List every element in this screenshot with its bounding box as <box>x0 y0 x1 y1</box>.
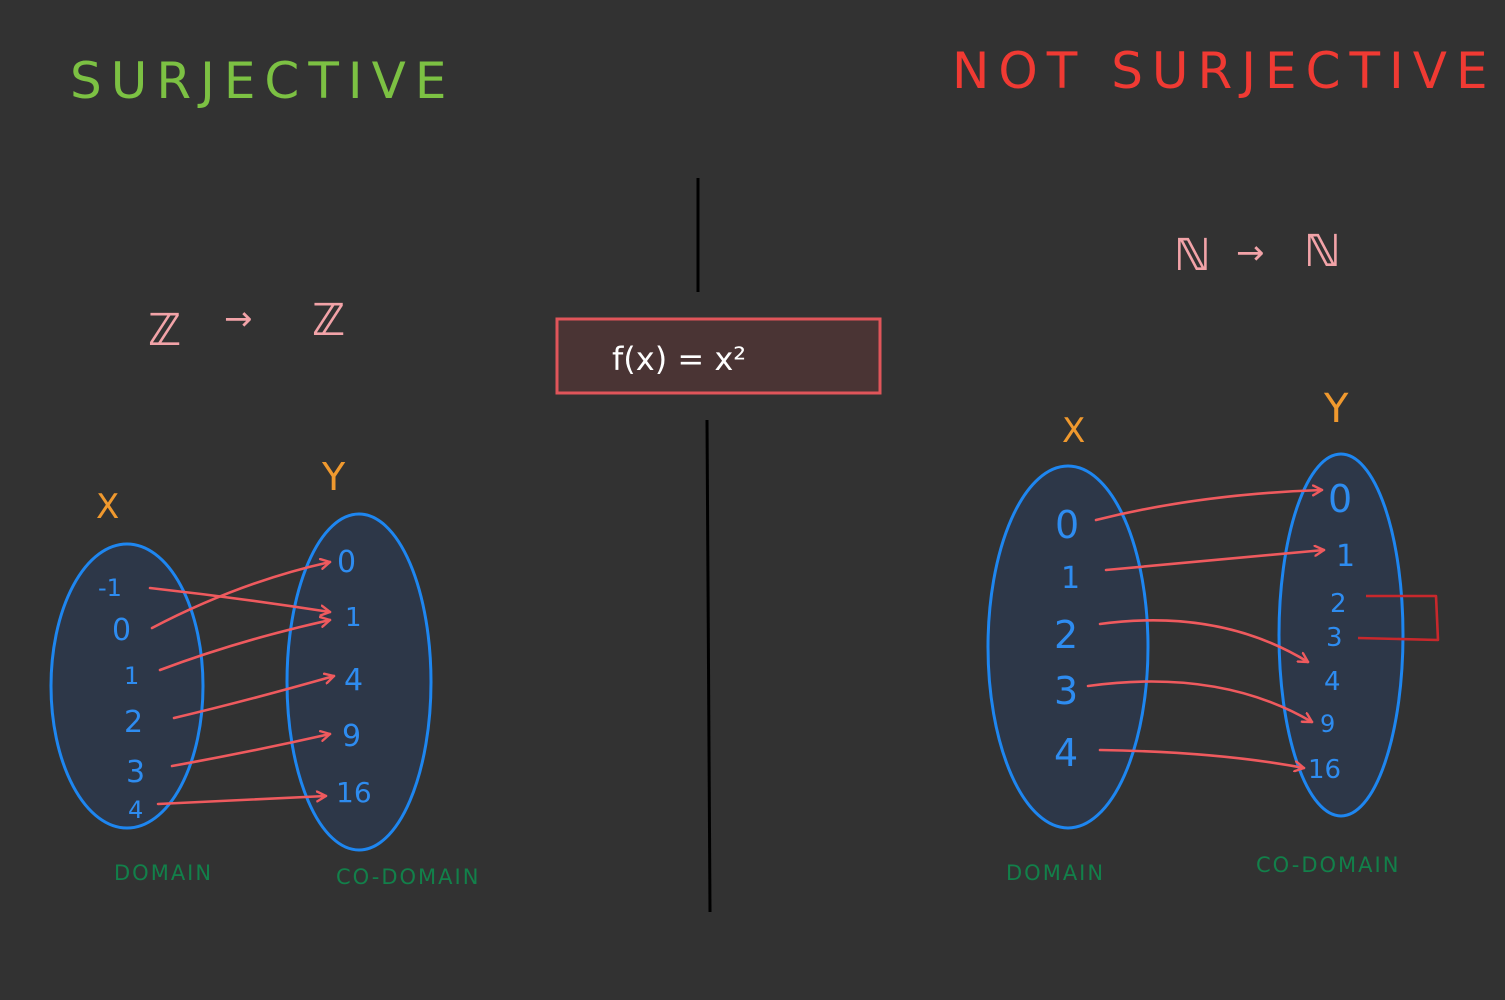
function-box <box>555 317 882 395</box>
right-domain-value: 3 <box>1054 669 1078 713</box>
right-y-label: Y <box>1323 386 1349 432</box>
left-codomain-caption: CO-DOMAIN <box>336 865 480 889</box>
right-mapping-arrow-1-to-1 <box>1104 550 1326 572</box>
left-codomain-value: 1 <box>345 603 362 633</box>
right-domain-caption: DOMAIN <box>1006 861 1105 885</box>
left-domain-value: 4 <box>128 796 143 824</box>
right-mapping-arrow-0-to-0 <box>1094 490 1324 522</box>
left-mapping-arrow-3-to-9 <box>170 734 332 768</box>
left-mapping-arrow: → <box>224 299 253 339</box>
right-mapping-notation: ℕ → ℕ <box>1174 226 1341 281</box>
left-y-label: Y <box>321 455 346 499</box>
left-domain-value: 0 <box>112 613 131 648</box>
left-codomain-value: 0 <box>337 545 356 580</box>
right-mapping-arrow: → <box>1236 233 1265 273</box>
left-x-label: X <box>96 487 119 527</box>
right-codomain-value: 0 <box>1328 477 1352 521</box>
right-domain-value: 1 <box>1061 561 1080 596</box>
left-mapping-notation: ℤ → ℤ <box>148 295 345 356</box>
left-codomain-ellipse <box>285 512 433 852</box>
left-domain-set-symbol: ℤ <box>148 305 181 356</box>
right-codomain-value: 1 <box>1336 539 1355 574</box>
divider-bottom <box>705 419 712 913</box>
left-domain-caption: DOMAIN <box>114 861 213 885</box>
left-mapping-arrow-1-to-1 <box>158 620 332 672</box>
right-codomain-caption: CO-DOMAIN <box>1256 853 1400 877</box>
right-domain-value: 2 <box>1054 613 1078 657</box>
not-surjective-title: NOT SURJECTIVE <box>952 42 1497 100</box>
left-domain-ellipse <box>49 542 205 830</box>
right-codomain-ellipse <box>1277 452 1405 818</box>
left-domain-value: -1 <box>98 574 122 602</box>
right-mapping-arrow-3-to-9 <box>1086 680 1314 724</box>
right-codomain-set-symbol: ℕ <box>1304 226 1341 277</box>
left-codomain-value: 16 <box>336 776 372 809</box>
left-mapping-arrow-2-to-4 <box>172 676 336 720</box>
right-mapping-arrow-4-to-16 <box>1098 748 1306 768</box>
right-domain-value: 0 <box>1055 503 1079 547</box>
right-codomain-value: 16 <box>1308 755 1341 785</box>
right-mapping-arrow-2-to-4 <box>1098 619 1310 664</box>
left-domain-value: 2 <box>124 705 143 740</box>
function-label: f(x) = x² <box>612 340 746 378</box>
left-mapping-arrow-neg1-to-1 <box>148 586 332 612</box>
unmapped-values-bracket <box>1357 594 1440 642</box>
left-domain-value: 3 <box>126 755 145 790</box>
right-codomain-value: 3 <box>1326 623 1343 653</box>
left-mapping-arrow-4-to-16 <box>156 796 328 806</box>
right-codomain-value: 2 <box>1330 589 1347 619</box>
left-domain-value: 1 <box>124 662 139 690</box>
left-codomain-value: 9 <box>342 719 361 754</box>
right-domain-ellipse <box>986 464 1150 830</box>
surjective-title: SURJECTIVE <box>70 52 455 110</box>
right-codomain-value: 9 <box>1320 710 1335 738</box>
left-mapping-arrow-0-to-0 <box>150 562 332 630</box>
right-x-label: X <box>1062 411 1085 451</box>
right-domain-value: 4 <box>1054 731 1078 775</box>
left-codomain-value: 4 <box>344 663 363 698</box>
left-codomain-set-symbol: ℤ <box>312 295 345 346</box>
right-domain-set-symbol: ℕ <box>1174 230 1211 281</box>
right-codomain-value: 4 <box>1324 667 1341 697</box>
